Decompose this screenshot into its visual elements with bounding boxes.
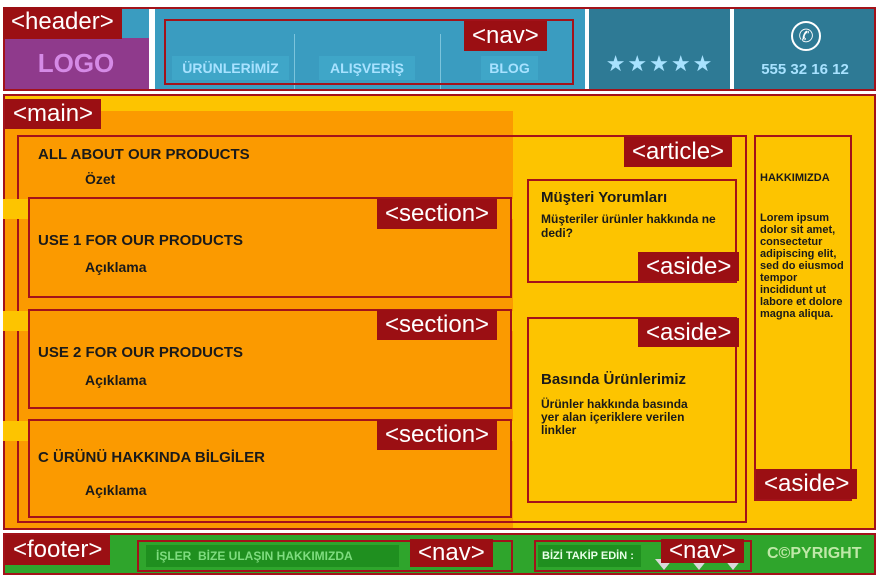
- section-3-tag: <section>: [377, 420, 498, 450]
- follow-us-label: BİZİ TAKİP EDİN :: [538, 545, 641, 567]
- section-2-outline: [28, 309, 512, 409]
- aside-about-title: HAKKIMIZDA: [760, 172, 830, 184]
- social-icon-2[interactable]: [690, 559, 708, 570]
- phone-number[interactable]: 555 32 16 12: [761, 61, 849, 78]
- nav-item-blog[interactable]: BLOG: [481, 56, 538, 80]
- section-1-desc: Açıklama: [85, 259, 147, 275]
- footer-outline: [3, 533, 876, 575]
- footer-nav-2-outline: [534, 540, 752, 572]
- section-2-title: USE 2 FOR OUR PRODUCTS: [38, 344, 244, 361]
- header-white-gap: [149, 7, 155, 91]
- header-tag: <header>: [3, 7, 122, 39]
- footer-nav-2-tag: <nav>: [661, 539, 744, 563]
- aside-press-tag: <aside>: [638, 318, 740, 347]
- aside-reviews-tag: <aside>: [638, 252, 740, 281]
- aside-press-text: Ürünler hakkında basında yer alan içerik…: [541, 397, 688, 437]
- aside-reviews-outline: [527, 179, 737, 283]
- nav-item-alisveris[interactable]: ALIŞVERİŞ: [319, 56, 415, 80]
- social-icon-1[interactable]: [655, 559, 673, 570]
- social-icon-3[interactable]: [724, 559, 742, 570]
- footer-tag: <footer>: [5, 535, 111, 565]
- aside-reviews-text: Müşteriler ürünler hakkında ne dedi?: [541, 212, 716, 240]
- nav-top-tag: <nav>: [464, 21, 547, 51]
- rating-stars: ★★★★★: [605, 51, 715, 76]
- header-outline: [3, 7, 876, 91]
- nav-top-outline: [164, 19, 574, 85]
- article-title: ALL ABOUT OUR PRODUCTS: [38, 146, 250, 163]
- aside-about-text: Lorem ipsum dolor sit amet, consectetur …: [760, 212, 844, 320]
- section-3-outline: [28, 419, 512, 518]
- aside-press-title: Basında Ürünlerimiz: [541, 371, 687, 388]
- aside-about-tag: <aside>: [756, 469, 858, 499]
- aside-about-outline: [754, 135, 852, 501]
- article-tag: <article>: [624, 137, 733, 167]
- logo-area[interactable]: [3, 38, 149, 91]
- phone-icon[interactable]: ✆: [791, 21, 821, 51]
- section-1-title: USE 1 FOR OUR PRODUCTS: [38, 232, 244, 249]
- footer-nav-1-tag: <nav>: [410, 539, 493, 567]
- copyright: C©PYRIGHT: [767, 545, 862, 562]
- section-2-desc: Açıklama: [85, 372, 147, 388]
- nav-divider-2: [440, 34, 441, 91]
- footer-nav-1-links[interactable]: İŞLER BİZE ULAŞIN HAKKIMIZDA: [146, 545, 399, 567]
- aside-press-outline: [527, 317, 737, 503]
- main-tag: <main>: [5, 99, 102, 129]
- header-stars-area: [589, 7, 730, 91]
- section-1-tag: <section>: [377, 199, 498, 229]
- section-1-outline: [28, 197, 512, 298]
- section-2-tag: <section>: [377, 310, 498, 340]
- article-summary: Özet: [85, 171, 116, 187]
- footer-nav-1-outline: [137, 540, 513, 572]
- header-sep-1: [585, 7, 589, 91]
- header-sep-2: [730, 7, 734, 91]
- aside-reviews-title: Müşteri Yorumları: [541, 189, 668, 206]
- nav-item-urunlerimiz[interactable]: ÜRÜNLERİMİZ: [172, 56, 289, 80]
- logo[interactable]: LOGO: [37, 48, 115, 78]
- section-3-title: C ÜRÜNÜ HAKKINDA BİLGİLER: [38, 449, 265, 466]
- nav-divider-1: [294, 34, 295, 91]
- section-3-desc: Açıklama: [85, 482, 147, 498]
